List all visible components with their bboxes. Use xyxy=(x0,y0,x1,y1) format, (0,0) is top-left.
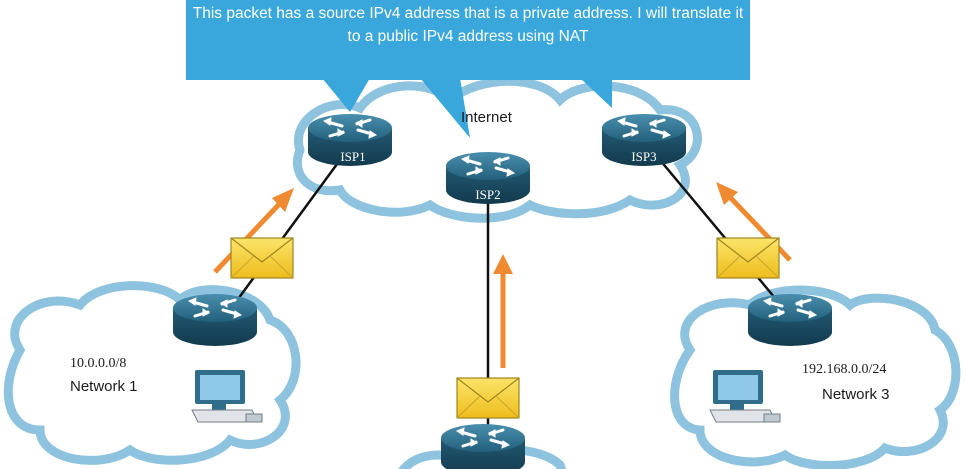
network1-name: Network 1 xyxy=(70,378,138,395)
router-icon xyxy=(171,292,259,348)
envelope-icon xyxy=(716,237,780,279)
router-icon xyxy=(746,292,834,348)
network1-address: 10.0.0.0/8 xyxy=(70,356,127,371)
arrow-icon xyxy=(213,188,294,274)
envelope-icon xyxy=(230,237,294,279)
internet-cloud xyxy=(292,76,702,223)
internet-label: Internet xyxy=(461,109,512,126)
callout-text: This packet has a source IPv4 address th… xyxy=(192,5,744,45)
router-icon xyxy=(439,422,527,469)
network3-address: 192.168.0.0/24 xyxy=(802,362,887,377)
callout-bubble xyxy=(186,0,750,138)
router-label-isp3: ISP3 xyxy=(631,149,657,164)
arrow-icon xyxy=(493,254,513,368)
router-label-isp2: ISP2 xyxy=(475,187,501,202)
envelope-icon xyxy=(456,377,520,419)
network3-name: Network 3 xyxy=(822,386,890,403)
router-label-isp1: ISP1 xyxy=(340,149,366,164)
